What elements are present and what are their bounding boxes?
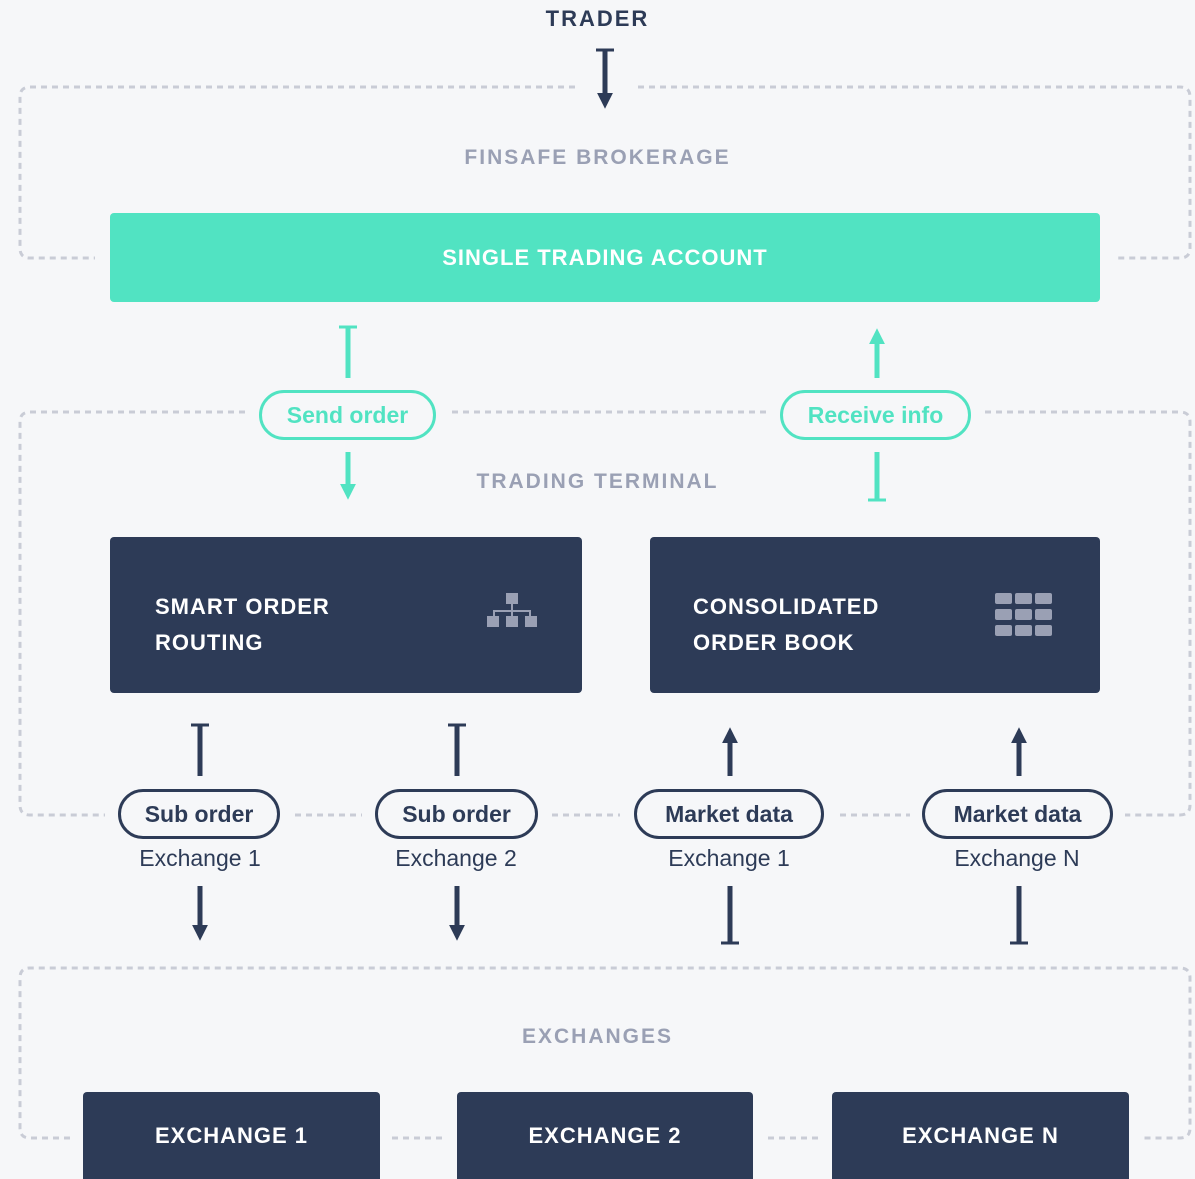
send-order-pill: Send order [259,390,436,440]
sub-order-2-exchange: Exchange 2 [395,845,517,871]
market-data-1-exchange: Exchange 1 [668,845,790,871]
exchange-2-label: EXCHANGE 2 [528,1122,682,1148]
brokerage-label: FINSAFE BROKERAGE [464,146,731,169]
grid-icon [995,593,1052,636]
receive-info-pill: Receive info [780,390,971,440]
send-order-label: Send order [286,401,409,428]
single-trading-account-box: SINGLE TRADING ACCOUNT [110,213,1100,302]
market-data-1-pill: Market data [634,789,824,839]
exchanges-outline [18,966,1192,1140]
sub-order-2-label: Sub order [402,800,511,827]
market-data-n-arrow [1010,727,1028,945]
exchange-2-box: EXCHANGE 2 [457,1092,753,1179]
market-data-1-label: Market data [665,800,793,827]
exchanges-label: EXCHANGES [521,1025,674,1048]
exchange-1-box: EXCHANGE 1 [83,1092,380,1179]
sub-order-1-exchange: Exchange 1 [139,845,261,871]
terminal-outline [18,410,1192,817]
cob-title-line2: ORDER BOOK [693,630,855,655]
exchange-1-label: EXCHANGE 1 [154,1122,309,1148]
market-data-n-exchange: Exchange N [954,845,1080,871]
sor-title-line2: ROUTING [155,630,264,655]
sub-order-1-label: Sub order [144,800,254,827]
trader-arrow [596,48,614,109]
receive-info-label: Receive info [807,401,944,428]
sub-order-2-pill: Sub order [375,789,538,839]
market-data-n-label: Market data [953,800,1082,827]
market-data-n-pill: Market data [922,789,1113,839]
terminal-label: TRADING TERMINAL [476,470,719,493]
receive-info-arrow [868,328,886,502]
sub-order-1-pill: Sub order [118,789,280,839]
cob-title-line1: CONSOLIDATED [693,594,880,619]
sor-title-line1: SMART ORDER [155,594,330,619]
smart-order-routing-box: SMART ORDER ROUTING [110,537,582,693]
exchange-n-label: EXCHANGE N [902,1122,1059,1148]
trader-label: TRADER [545,6,650,31]
hierarchy-icon [487,593,537,627]
market-data-1-arrow [721,727,739,945]
exchange-n-box: EXCHANGE N [832,1092,1129,1179]
account-label: SINGLE TRADING ACCOUNT [442,244,768,270]
consolidated-order-book-box: CONSOLIDATED ORDER BOOK [650,537,1100,693]
sub-order-1-arrow [191,723,209,941]
send-order-arrow [339,325,357,500]
sub-order-2-arrow [448,723,466,941]
